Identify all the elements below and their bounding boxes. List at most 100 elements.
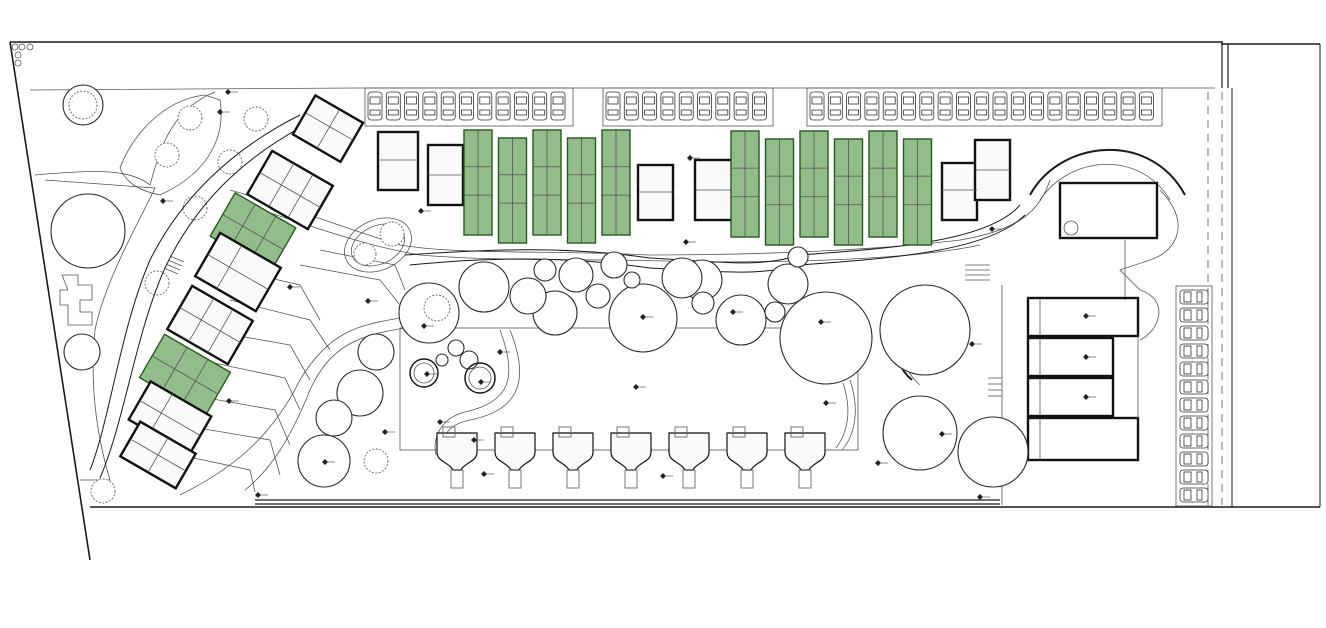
- parking-car: [1179, 451, 1209, 467]
- parking-car: [1120, 91, 1136, 121]
- parking-car: [992, 91, 1008, 121]
- highlighted-unit: [601, 129, 631, 236]
- tree-canopy: [661, 257, 703, 299]
- tree-canopy: [787, 246, 809, 268]
- parking-car: [956, 91, 971, 121]
- parking-car: [882, 91, 898, 121]
- top-left-terrace: [376, 130, 675, 222]
- parking-car: [901, 91, 916, 121]
- highlighted-units-top-right: [730, 130, 933, 246]
- level-marker: [365, 298, 378, 304]
- level-marker: [217, 109, 230, 115]
- parking-car: [477, 91, 493, 121]
- level-marker: [322, 459, 335, 465]
- left-landscape: [34, 84, 389, 504]
- level-marker: [437, 419, 450, 425]
- parking-car: [678, 91, 694, 121]
- level-marker: [424, 371, 437, 377]
- level-marker: [969, 341, 982, 347]
- tree-canopy: [458, 261, 510, 313]
- pavilion: [726, 426, 768, 489]
- parking-car: [1179, 433, 1209, 449]
- parking-car: [1084, 91, 1099, 121]
- parking-car: [1179, 343, 1209, 359]
- parking-car: [1179, 415, 1209, 431]
- level-marker: [418, 208, 431, 214]
- parking-car: [1010, 91, 1026, 121]
- parking-car: [1179, 487, 1209, 503]
- highlighted-unit-group: [138, 333, 232, 417]
- parking-cars-top: [367, 91, 1154, 121]
- parking-car: [697, 91, 712, 121]
- highlighted-unit: [833, 138, 864, 246]
- highlighted-unit: [532, 129, 562, 236]
- parking-car: [846, 91, 861, 121]
- parking-car: [1179, 361, 1209, 377]
- highlighted-unit: [764, 138, 795, 246]
- top-parking: [364, 87, 1163, 127]
- level-marker: [687, 155, 700, 161]
- parking-car: [864, 91, 880, 121]
- parking-car: [1179, 307, 1209, 323]
- parking-car: [642, 91, 657, 121]
- parking-car: [919, 91, 935, 121]
- highlighted-unit: [799, 130, 829, 238]
- parking-car: [715, 91, 731, 121]
- level-marker: [481, 471, 494, 477]
- parking-car: [1179, 397, 1209, 413]
- highlighted-units-top-left: [463, 129, 631, 244]
- parking-car: [385, 91, 401, 121]
- diagonal-building: [118, 93, 365, 490]
- pavilion: [668, 426, 710, 489]
- parking-cars-right: [1175, 285, 1213, 507]
- parking-car: [752, 91, 767, 121]
- parking-car: [550, 91, 566, 121]
- tree-canopy: [764, 301, 786, 323]
- parking-car: [514, 91, 529, 121]
- tree-canopy: [533, 258, 557, 282]
- parking-car: [367, 91, 383, 121]
- shrub: [423, 294, 451, 322]
- corner-markers: [11, 43, 34, 67]
- tree-canopy: [63, 333, 101, 371]
- garden-pavilions: [436, 426, 826, 489]
- level-marker: [977, 494, 990, 500]
- tree-canopy: [447, 339, 465, 357]
- level-marker: [225, 89, 238, 95]
- pavilion: [784, 426, 826, 489]
- fountains: [409, 358, 496, 394]
- parking-car: [827, 91, 843, 121]
- tree-canopy: [585, 283, 611, 309]
- tree-canopy: [600, 251, 628, 279]
- parking-car: [937, 91, 953, 121]
- level-marker: [730, 309, 743, 315]
- level-marker: [1083, 313, 1096, 319]
- highlighted-unit-group: [209, 192, 297, 272]
- parking-car: [440, 91, 456, 121]
- pavilion: [436, 426, 478, 489]
- level-marker: [823, 400, 836, 406]
- parking-car: [623, 91, 639, 121]
- level-marker: [660, 473, 673, 479]
- highlighted-unit: [868, 130, 898, 238]
- pavilion: [610, 426, 652, 489]
- parking-car: [1065, 91, 1081, 121]
- level-marker: [939, 431, 952, 437]
- level-marker: [255, 492, 268, 498]
- parking-car: [1102, 91, 1118, 121]
- highlighted-unit: [730, 130, 760, 238]
- level-marker: [633, 384, 646, 390]
- tree-canopy: [558, 257, 594, 293]
- level-marker: [421, 323, 434, 329]
- pool-pavilion: [965, 149, 1186, 341]
- level-marker: [1083, 354, 1096, 360]
- tree-canopy: [336, 369, 384, 417]
- garden-trees: [297, 246, 1029, 488]
- level-marker: [497, 349, 510, 355]
- level-marker: [875, 460, 888, 466]
- parking-car: [1179, 469, 1209, 485]
- parking-car: [422, 91, 438, 121]
- level-marker: [989, 226, 1002, 232]
- tree-canopy: [767, 263, 809, 305]
- level-marker: [478, 379, 491, 385]
